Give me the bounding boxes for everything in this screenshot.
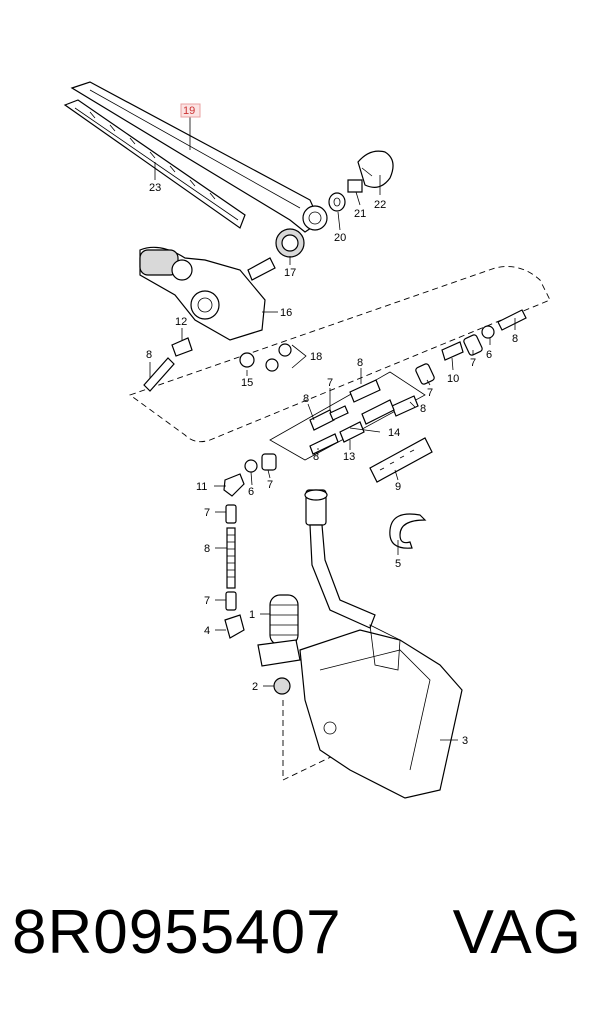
callout-8-a: 8 [146,349,152,361]
callout-6-b: 6 [248,486,254,498]
joint-7-right [463,334,483,356]
arm-cap [357,150,394,188]
washer-reservoir [299,624,463,799]
callout-7-a: 7 [470,357,476,369]
leader-lines [149,116,516,741]
callout-9: 9 [395,481,401,493]
parts-diagram: 19 23 22 21 20 17 16 12 8 15 18 8 6 7 10… [63,81,551,799]
callout-14: 14 [388,427,400,439]
joint-7-left [261,453,277,471]
callout-12: 12 [175,316,187,328]
callout-21: 21 [354,208,366,220]
hose-8-right-top [497,309,527,331]
callout-22: 22 [374,199,386,211]
callout-16: 16 [280,307,292,319]
wiper-arm [70,81,328,233]
brand-label: VAG [452,898,582,967]
connector-12 [171,337,193,357]
callout-8-f: 8 [313,451,319,463]
vertical-hose [224,504,245,639]
hose-assembly [309,379,419,455]
callout-10: 10 [447,373,459,385]
part-number: 8R0955407 [12,898,342,967]
callout-7-f: 7 [204,595,210,607]
callout-5: 5 [395,558,401,570]
callout-3: 3 [462,735,468,747]
callout-labels: 19 23 22 21 20 17 16 12 8 15 18 8 6 7 10… [146,105,518,747]
upper-dashed-outline [129,266,551,443]
callout-13: 13 [343,451,355,463]
hose-sleeve-9 [369,437,433,483]
callout-6-a: 6 [486,349,492,361]
bolts-18 [265,343,292,372]
callout-7-e: 7 [204,507,210,519]
callout-7-b: 7 [427,387,433,399]
hose-assembly-outline [269,371,426,461]
callout-19: 19 [183,105,195,117]
wiper-motor [139,246,276,341]
clip-6-left [244,459,258,473]
callout-1: 1 [249,609,255,621]
callout-8-g: 8 [204,543,210,555]
callout-7-c: 7 [327,377,333,389]
clip-6-right [481,325,495,339]
callout-8-b: 8 [512,333,518,345]
nut-15 [239,352,255,368]
grommet-2 [273,677,291,695]
callout-7-d: 7 [267,479,273,491]
filler-neck [304,489,376,629]
callout-15: 15 [241,377,253,389]
elbow-11 [223,473,245,497]
strap-5 [389,513,427,549]
callout-8-d: 8 [303,393,309,405]
callout-17: 17 [284,267,296,279]
hose-8-left [143,357,175,392]
washer-20 [328,192,346,212]
callout-2: 2 [252,681,258,693]
nut-21 [347,179,363,193]
callout-18: 18 [310,351,322,363]
lower-dashed-line-2 [282,754,336,781]
joint-7-mid [415,363,435,385]
grommet-17 [275,228,305,258]
callout-23: 23 [149,182,161,194]
valve-10 [441,341,464,361]
footer: 8R0955407 VAG [0,888,600,988]
callout-20: 20 [334,232,346,244]
callout-19-highlight [180,103,201,118]
callout-8-e: 8 [420,403,426,415]
callout-8-c: 8 [357,357,363,369]
callout-11: 11 [196,481,207,493]
callout-4: 4 [204,625,210,637]
washer-pump [257,594,301,667]
